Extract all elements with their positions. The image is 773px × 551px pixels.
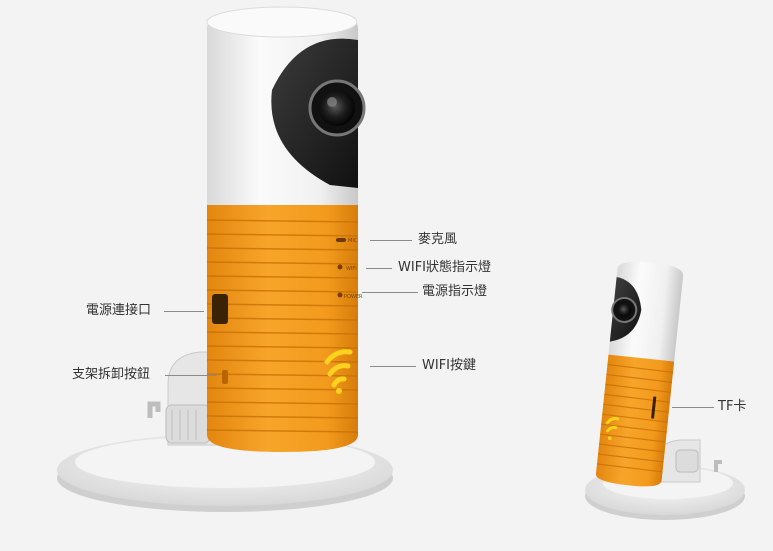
small-wifi-logo-icon xyxy=(605,417,620,440)
tf-card-callout-line xyxy=(672,407,714,408)
power-port-label: 電源連接口 xyxy=(86,303,152,318)
large-camera: MIC WIFI POWER xyxy=(57,6,393,512)
tf-card-label: TF卡 xyxy=(718,399,747,414)
power-indicator-label: 電源指示燈 xyxy=(422,284,488,299)
large-power-mark: POWER xyxy=(344,294,363,300)
small-camera-body xyxy=(595,261,684,487)
stand-release-callout-line xyxy=(165,375,217,376)
wifi-status-label: WIFI狀態指示燈 xyxy=(398,260,491,275)
large-wifi-mark: WIFI xyxy=(346,266,357,272)
large-camera-orange-body: MIC WIFI POWER xyxy=(206,205,363,452)
mic-label: 麥克風 xyxy=(418,232,458,247)
large-wifi-logo-icon xyxy=(324,349,353,394)
large-camera-lens-face xyxy=(271,38,366,189)
large-power-led xyxy=(337,292,343,298)
wifi-status-callout-line xyxy=(366,268,392,269)
large-mic-hole xyxy=(336,238,346,242)
large-mic-mark: MIC xyxy=(348,238,358,244)
large-wifi-led xyxy=(337,264,343,270)
large-power-port xyxy=(212,294,228,324)
power-port-callout-line xyxy=(164,311,204,312)
small-tf-slot xyxy=(651,396,657,419)
power-indicator-callout-line xyxy=(362,292,418,293)
wifi-button-label: WIFI按鍵 xyxy=(422,358,476,373)
small-camera xyxy=(585,261,745,520)
mic-callout-line xyxy=(370,240,412,241)
stand-release-label: 支架拆卸按鈕 xyxy=(72,367,151,382)
wifi-button-callout-line xyxy=(370,366,416,367)
large-release-button xyxy=(222,370,228,384)
